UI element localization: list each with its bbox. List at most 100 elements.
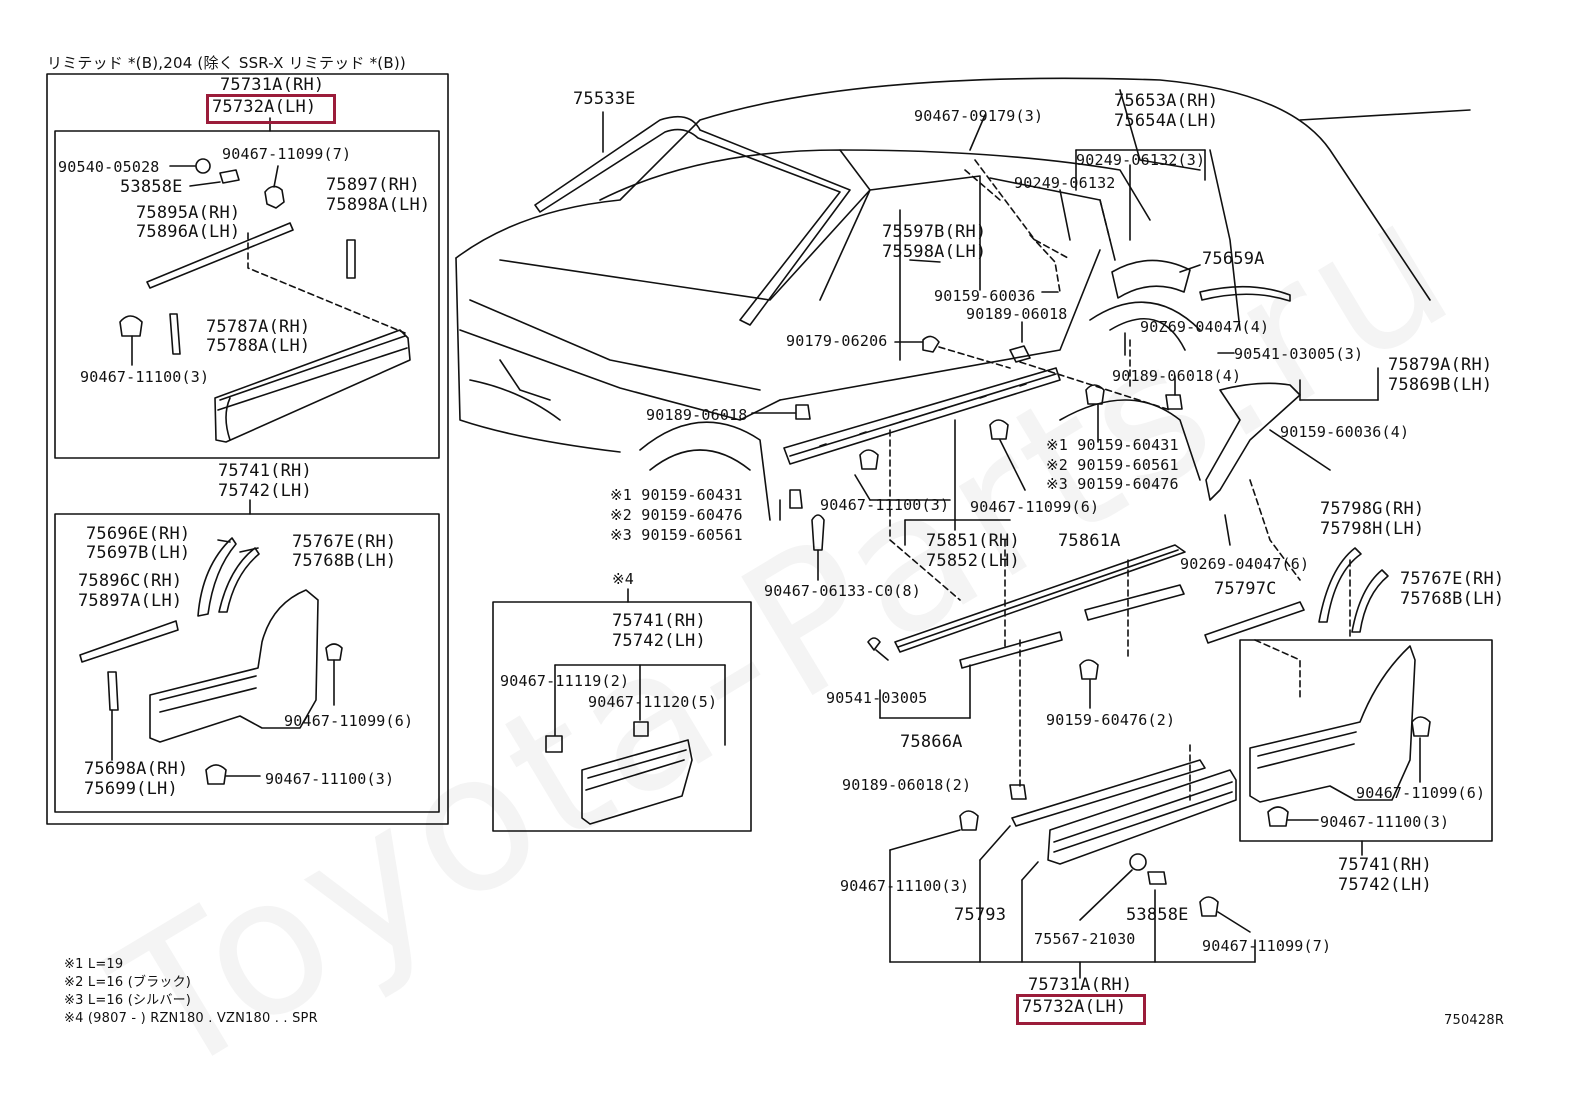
part-label[interactable]: 90249-06132(3) bbox=[1076, 151, 1206, 169]
part-label[interactable]: 90467-11099(6) bbox=[1356, 784, 1486, 802]
part-label[interactable]: 90Z69-04047(4) bbox=[1140, 318, 1270, 336]
part-label[interactable]: 90467-11099(7) bbox=[1202, 937, 1332, 955]
part-label-highlighted[interactable]: 75732A(LH) bbox=[1022, 997, 1127, 1017]
part-label[interactable]: 75866A bbox=[900, 732, 963, 752]
part-label[interactable]: 75895A(RH) bbox=[136, 203, 241, 223]
part-label[interactable]: 90467-11120(5) bbox=[588, 693, 718, 711]
part-label[interactable]: 75659A bbox=[1202, 249, 1265, 269]
part-label[interactable]: 75741(RH) bbox=[218, 461, 312, 481]
fastener-note[interactable]: ※2 90159-60476 bbox=[610, 506, 743, 524]
part-label[interactable]: 75767E(RH) bbox=[292, 532, 397, 552]
part-label[interactable]: 75793 bbox=[954, 905, 1007, 925]
fastener-note[interactable]: ※3 90159-60476 bbox=[1046, 475, 1179, 493]
part-label[interactable]: 90179-06206 bbox=[786, 332, 888, 350]
part-label[interactable]: 90467-11100(3) bbox=[1320, 813, 1450, 831]
part-label[interactable]: 75896A(LH) bbox=[136, 222, 241, 242]
part-label[interactable]: 90467-11099(6) bbox=[284, 712, 414, 730]
part-label[interactable]: 75768B(LH) bbox=[1400, 589, 1505, 609]
part-label[interactable]: 90467-06133-C0(8) bbox=[764, 582, 921, 600]
part-label[interactable]: 75597B(RH) bbox=[882, 222, 987, 242]
note-line: ※1 L=19 bbox=[64, 957, 124, 972]
note-line: ※3 L=16 (シルバー) bbox=[64, 993, 192, 1008]
part-label[interactable]: 90159-60476(2) bbox=[1046, 711, 1176, 729]
note-line: ※2 L=16 (ブラック) bbox=[64, 975, 192, 990]
part-label[interactable]: 75731A(RH) bbox=[220, 75, 325, 95]
part-label[interactable]: 75767E(RH) bbox=[1400, 569, 1505, 589]
part-label[interactable]: 75798H(LH) bbox=[1320, 519, 1425, 539]
left-upper-parts bbox=[119, 158, 411, 443]
fastener-note[interactable]: ※3 90159-60561 bbox=[610, 526, 743, 544]
part-label[interactable]: 75731A(RH) bbox=[1028, 975, 1133, 995]
part-label[interactable]: 75897A(LH) bbox=[78, 591, 183, 611]
part-label[interactable]: 90541-03005 bbox=[826, 689, 928, 707]
part-label[interactable]: 75696E(RH) bbox=[86, 524, 191, 544]
part-label[interactable]: 75742(LH) bbox=[218, 481, 312, 501]
part-label[interactable]: 75598A(LH) bbox=[882, 242, 987, 262]
part-label[interactable]: 90540-05028 bbox=[58, 158, 160, 176]
header-note: リミテッド *(B),204 (除く SSR-X リミテッド *(B)) bbox=[47, 54, 406, 72]
part-label[interactable]: 90467-11100(3) bbox=[840, 877, 970, 895]
part-label[interactable]: 75654A(LH) bbox=[1114, 111, 1219, 131]
left-lower-parts bbox=[79, 537, 343, 785]
part-label[interactable]: 75787A(RH) bbox=[206, 317, 311, 337]
part-label[interactable]: 75879A(RH) bbox=[1388, 355, 1493, 375]
inset-parts bbox=[545, 664, 726, 825]
part-label[interactable]: 75861A bbox=[1058, 531, 1121, 551]
part-label[interactable]: 75798G(RH) bbox=[1320, 499, 1425, 519]
part-label[interactable]: 90189-06018(4) bbox=[1112, 367, 1242, 385]
part-label[interactable]: 75741(RH) bbox=[612, 611, 706, 631]
lower-main-parts bbox=[867, 544, 1305, 979]
part-label[interactable]: 90159-60036(4) bbox=[1280, 423, 1410, 441]
part-label[interactable]: 75567-21030 bbox=[1034, 930, 1136, 948]
part-label[interactable]: 75797C bbox=[1214, 579, 1277, 599]
solid-leaders bbox=[751, 114, 1379, 581]
part-label[interactable]: 90159-60036 bbox=[934, 287, 1036, 305]
fastener-note[interactable]: ※1 90159-60431 bbox=[610, 486, 743, 504]
fastener-note[interactable]: ※2 90159-60561 bbox=[1046, 456, 1179, 474]
part-label[interactable]: 90467-11100(3) bbox=[80, 368, 210, 386]
left-subpanel-lower bbox=[54, 513, 440, 813]
part-label[interactable]: 75898A(LH) bbox=[326, 195, 431, 215]
part-label[interactable]: 90189-06018 bbox=[646, 406, 748, 424]
highlight-box bbox=[1016, 994, 1146, 1025]
part-label[interactable]: 90467-09179(3) bbox=[914, 107, 1044, 125]
left-subpanel-upper bbox=[54, 130, 440, 459]
fastener-note[interactable]: ※1 90159-60431 bbox=[1046, 436, 1179, 454]
part-label[interactable]: 75742(LH) bbox=[612, 631, 706, 651]
part-label[interactable]: 90269-04047(6) bbox=[1180, 555, 1310, 573]
part-label[interactable]: 90467-11100(3) bbox=[820, 496, 950, 514]
part-label[interactable]: 75851(RH) bbox=[926, 531, 1020, 551]
part-label[interactable]: 90467-11100(3) bbox=[265, 770, 395, 788]
right-subpanel-parts bbox=[1249, 547, 1431, 827]
part-label[interactable]: 75698A(RH) bbox=[84, 759, 189, 779]
part-label[interactable]: 90541-03005(3) bbox=[1234, 345, 1364, 363]
part-label-highlighted[interactable]: 75732A(LH) bbox=[212, 97, 317, 117]
diagram-code: 750428R bbox=[1444, 1013, 1505, 1028]
part-label[interactable]: 90189-06018(2) bbox=[842, 776, 972, 794]
part-label[interactable]: 75741(RH) bbox=[1338, 855, 1432, 875]
rocker-molding bbox=[783, 335, 1183, 551]
left-panel-frame bbox=[46, 73, 449, 825]
inset-box-frame bbox=[492, 601, 752, 832]
part-label[interactable]: 75768B(LH) bbox=[292, 551, 397, 571]
highlight-box bbox=[206, 94, 336, 124]
part-label[interactable]: 90467-11099(6) bbox=[970, 498, 1100, 516]
part-label[interactable]: 75869B(LH) bbox=[1388, 375, 1493, 395]
part-label[interactable]: 75897(RH) bbox=[326, 175, 420, 195]
part-label[interactable]: 75852(LH) bbox=[926, 551, 1020, 571]
part-label[interactable]: 90189-06018 bbox=[966, 305, 1068, 323]
part-label[interactable]: 90467-11119(2) bbox=[500, 672, 630, 690]
right-subpanel-frame bbox=[1239, 639, 1493, 842]
part-label[interactable]: 75699(LH) bbox=[84, 779, 178, 799]
part-label[interactable]: 75896C(RH) bbox=[78, 571, 183, 591]
part-label[interactable]: 75653A(RH) bbox=[1114, 91, 1219, 111]
part-label[interactable]: 75742(LH) bbox=[1338, 875, 1432, 895]
part-label[interactable]: 53858E bbox=[120, 177, 183, 197]
part-label[interactable]: 75533E bbox=[573, 89, 636, 109]
part-label[interactable]: 75788A(LH) bbox=[206, 336, 311, 356]
part-label[interactable]: 53858E bbox=[1126, 905, 1189, 925]
part-label[interactable]: 90249-06132 bbox=[1014, 174, 1116, 192]
part-label[interactable]: 90467-11099(7) bbox=[222, 145, 352, 163]
part-label[interactable]: 75697B(LH) bbox=[86, 543, 191, 563]
